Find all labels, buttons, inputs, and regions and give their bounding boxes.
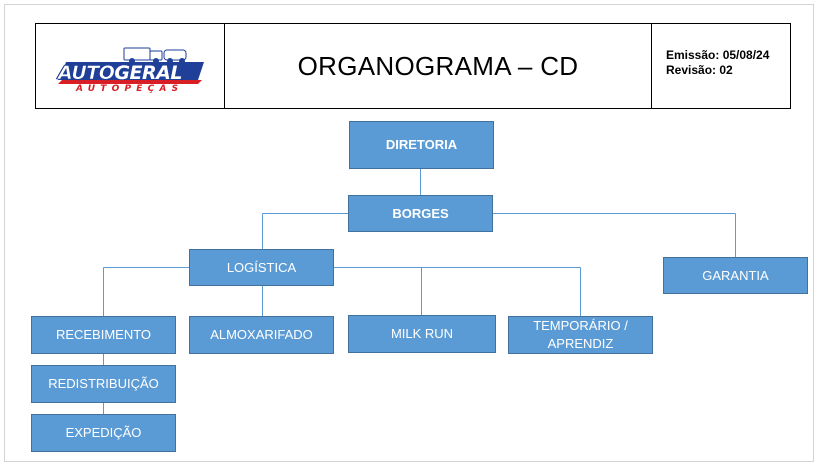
node-recebimento: RECEBIMENTO — [31, 316, 176, 354]
revision-number: Revisão: 02 — [666, 63, 733, 77]
node-diretoria: DIRETORIA — [349, 121, 494, 169]
logo-wordmark: AUTOGERAL — [58, 62, 183, 84]
issue-date: Emissão: 05/08/24 — [666, 48, 770, 62]
node-borges: BORGES — [348, 195, 493, 232]
node-garantia: GARANTIA — [663, 257, 808, 294]
page-frame — [4, 4, 814, 462]
document-info: Emissão: 05/08/24 Revisão: 02 — [652, 24, 790, 108]
logo-subtitle: AUTOPEÇAS — [76, 84, 184, 94]
node-expedicao: EXPEDIÇÃO — [31, 414, 176, 452]
document-header: AUTOGERAL AUTOPEÇAS ORGANOGRAMA – CD Emi… — [35, 23, 791, 109]
node-redistribuicao: REDISTRIBUIÇÃO — [31, 365, 176, 403]
truck-car-logo-icon — [58, 47, 204, 84]
company-logo: AUTOGERAL AUTOPEÇAS — [36, 24, 225, 108]
node-temporario-aprendiz: TEMPORÁRIO / APRENDIZ — [508, 316, 653, 354]
node-almoxarifado: ALMOXARIFADO — [189, 316, 334, 354]
page-title: ORGANOGRAMA – CD — [225, 24, 652, 108]
node-logistica: LOGÍSTICA — [189, 249, 334, 286]
node-milk-run: MILK RUN — [348, 315, 496, 353]
